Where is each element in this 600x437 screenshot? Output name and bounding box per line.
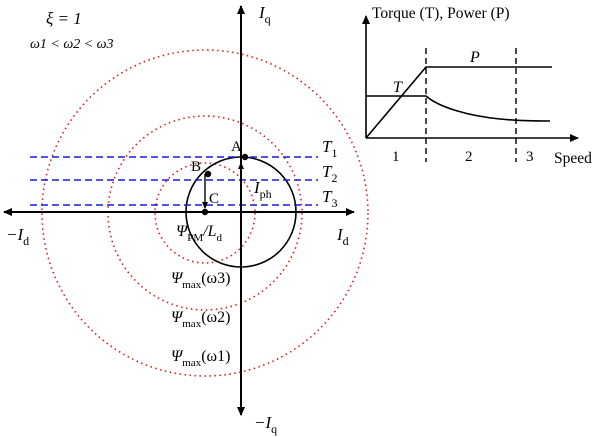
psi-pm-ld-label: ΨPM/Ld (176, 223, 223, 244)
rc-torque-label: T (393, 79, 403, 96)
rc-power-curve (365, 66, 552, 139)
flux-circle-omega1 (41, 49, 369, 377)
rc-title: Torque (T), Power (P) (372, 5, 510, 22)
point-c-dot (201, 208, 209, 216)
rc-region-1: 1 (392, 149, 400, 165)
flux-label-omega2: Ψmax(ω2) (171, 309, 230, 330)
rc-power-label: P (469, 49, 480, 66)
rc-x-label: Speed (554, 150, 592, 167)
iph-label: Iph (253, 178, 272, 201)
iq-pos-label: Iq (258, 3, 271, 26)
torque-label-t1: T1 (322, 137, 337, 160)
point-a-label: A (231, 139, 242, 155)
point-b-label: B (191, 159, 201, 175)
id-neg-label: −Id (6, 225, 29, 248)
flux-label-omega3: Ψmax(ω3) (171, 270, 230, 291)
rc-torque-curve (366, 95, 551, 122)
right-chart: Torque (T), Power (P) Speed T P 1 2 3 (362, 5, 592, 167)
xi-label: ξ = 1 (46, 9, 82, 28)
rc-region-2: 2 (465, 149, 473, 165)
omega-order-label: ω1 < ω2 < ω3 (30, 37, 114, 52)
point-a-dot (241, 153, 249, 161)
iq-neg-label: −Iq (254, 413, 277, 436)
torque-label-t2: T2 (322, 162, 337, 185)
torque-lines (30, 156, 318, 206)
rc-region-3: 3 (526, 149, 534, 165)
torque-label-t3: T3 (322, 187, 337, 210)
id-pos-label: Id (336, 225, 349, 248)
flux-label-omega1: Ψmax(ω1) (171, 348, 230, 369)
point-c-label: C (209, 191, 219, 207)
point-b-dot (204, 170, 212, 178)
